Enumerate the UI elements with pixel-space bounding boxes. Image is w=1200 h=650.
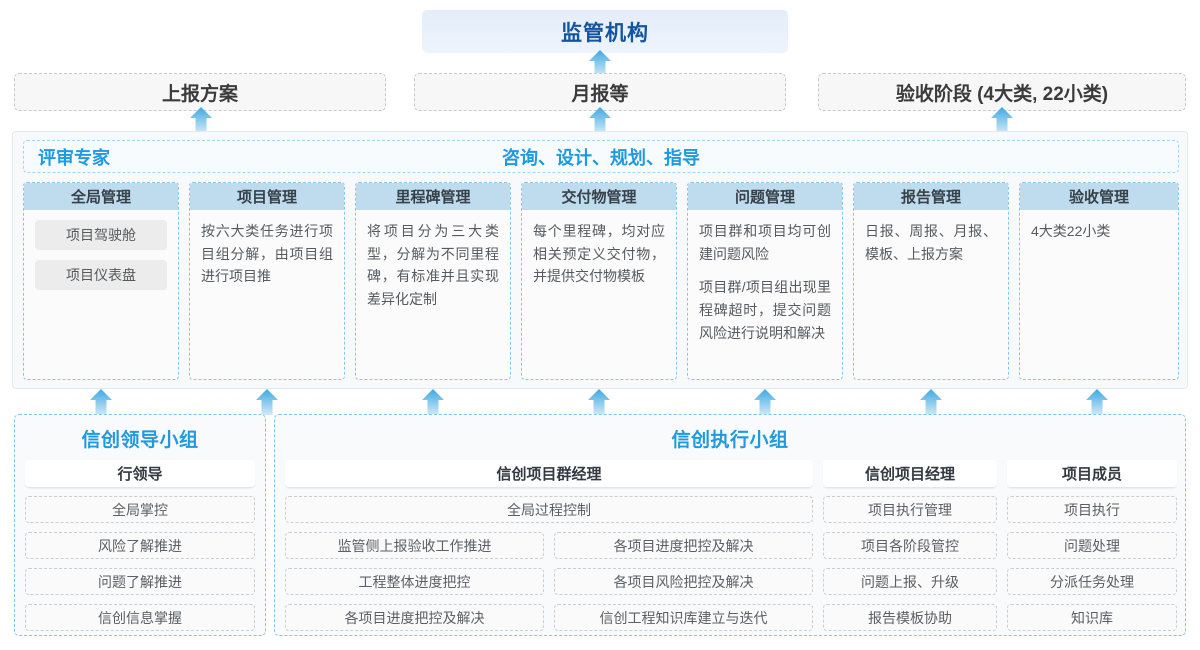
- report-box-monthly[interactable]: 月报等: [414, 73, 786, 111]
- management-panel: 评审专家 咨询、设计、规划、指导 全局管理 项目驾驶舱 项目仪表盘 项目管理 按…: [12, 131, 1188, 389]
- arrow-to-issue-mgmt: [754, 389, 776, 415]
- task-item[interactable]: 问题了解推进: [25, 568, 255, 595]
- mgmt-column-desc: 将项目分为三大类型，分解为不同里程碑，有标准并且实现差异化定制: [367, 223, 499, 308]
- report-box-plan[interactable]: 上报方案: [14, 73, 386, 111]
- subcolumn-program-manager: 信创项目群经理 全局过程控制 监管侧上报验收工作推进 工程整体进度把控 各项目进…: [285, 460, 813, 640]
- task-item[interactable]: 监管侧上报验收工作推进: [285, 532, 544, 559]
- mgmt-column-title: 全局管理: [24, 183, 178, 210]
- mgmt-pill[interactable]: 项目仪表盘: [35, 260, 167, 290]
- mgmt-column-desc: 按六大类任务进行项目组分解，由项目组进行项目推: [201, 223, 333, 285]
- mgmt-column-desc: 4大类22小类: [1031, 223, 1111, 239]
- task-item[interactable]: 问题处理: [1007, 532, 1177, 559]
- task-item[interactable]: 知识库: [1007, 604, 1177, 631]
- task-item[interactable]: 项目执行管理: [823, 496, 997, 523]
- task-item-global-process-control[interactable]: 全局过程控制: [285, 496, 813, 523]
- subcolumn-project-manager: 信创项目经理 项目执行管理 项目各阶段管控 问题上报、升级 报告模板协助: [823, 460, 997, 640]
- group-execution: 信创执行小组 信创项目群经理 全局过程控制 监管侧上报验收工作推进 工程整体进度…: [274, 414, 1186, 636]
- arrow-consult-to-monthly: [589, 107, 611, 133]
- management-header: 评审专家 咨询、设计、规划、指导: [23, 140, 1179, 173]
- report-label: 验收阶段 (4大类, 22小类): [895, 83, 1109, 105]
- task-item[interactable]: 问题上报、升级: [823, 568, 997, 595]
- mgmt-column-desc: 每个里程碑，均对应相关预定义交付物，并提供交付物模板: [533, 223, 665, 285]
- role-head-bank-leader[interactable]: 行领导: [25, 460, 255, 487]
- mgmt-column-acceptance[interactable]: 验收管理 4大类22小类: [1019, 182, 1179, 380]
- mgmt-column-milestone[interactable]: 里程碑管理 将项目分为三大类型，分解为不同里程碑，有标准并且实现差异化定制: [355, 182, 511, 380]
- task-item[interactable]: 报告模板协助: [823, 604, 997, 631]
- task-item[interactable]: 工程整体进度把控: [285, 568, 544, 595]
- role-head-project-member[interactable]: 项目成员: [1007, 460, 1177, 487]
- mgmt-column-title: 问题管理: [688, 183, 842, 210]
- role-head-project-manager[interactable]: 信创项目经理: [823, 460, 997, 487]
- mgmt-column-title: 报告管理: [854, 183, 1008, 210]
- role-head-program-manager[interactable]: 信创项目群经理: [285, 460, 813, 487]
- mgmt-column-issue[interactable]: 问题管理 项目群和项目均可创建问题风险 项目群/项目组出现里程碑超时，提交问题风…: [687, 182, 843, 380]
- mgmt-column-project[interactable]: 项目管理 按六大类任务进行项目组分解，由项目组进行项目推: [189, 182, 345, 380]
- arrow-to-deliverable-mgmt: [588, 389, 610, 415]
- mgmt-column-global[interactable]: 全局管理 项目驾驶舱 项目仪表盘: [23, 182, 179, 380]
- task-item[interactable]: 信创信息掌握: [25, 604, 255, 631]
- mgmt-column-desc: 日报、周报、月报、模板、上报方案: [865, 223, 997, 262]
- task-item[interactable]: 全局掌控: [25, 496, 255, 523]
- group-execution-title: 信创执行小组: [671, 430, 789, 451]
- subcolumn-project-member: 项目成员 项目执行 问题处理 分派任务处理 知识库: [1007, 460, 1177, 640]
- mgmt-column-title: 验收管理: [1020, 183, 1178, 210]
- group-leadership-title: 信创领导小组: [81, 430, 199, 451]
- mgmt-column-title: 交付物管理: [522, 183, 676, 210]
- mgmt-column-title: 里程碑管理: [356, 183, 510, 210]
- task-item[interactable]: 分派任务处理: [1007, 568, 1177, 595]
- mgmt-column-report[interactable]: 报告管理 日报、周报、月报、模板、上报方案: [853, 182, 1009, 380]
- arrow-to-milestone-mgmt: [422, 389, 444, 415]
- mgmt-column-deliverable[interactable]: 交付物管理 每个里程碑，均对应相关预定义交付物，并提供交付物模板: [521, 182, 677, 380]
- task-item[interactable]: 信创工程知识库建立与迭代: [554, 604, 813, 631]
- task-item[interactable]: 项目执行: [1007, 496, 1177, 523]
- mgmt-column-desc: 项目群和项目均可创建问题风险: [699, 223, 831, 262]
- arrow-expert-to-plan: [190, 107, 212, 133]
- task-item[interactable]: 项目各阶段管控: [823, 532, 997, 559]
- arrow-to-global-mgmt: [90, 389, 112, 415]
- arrow-monthly-to-regulator: [589, 50, 611, 76]
- report-box-acceptance[interactable]: 验收阶段 (4大类, 22小类): [818, 73, 1186, 111]
- mgmt-column-desc-2: 项目群/项目组出现里程碑超时，提交问题风险进行说明和解决: [699, 279, 831, 341]
- report-label: 上报方案: [161, 83, 238, 105]
- task-item[interactable]: 各项目风险把控及解决: [554, 568, 813, 595]
- arrow-consult-to-acceptance: [991, 107, 1013, 133]
- arrow-to-acceptance-mgmt: [1086, 389, 1108, 415]
- task-item[interactable]: 各项目进度把控及解决: [285, 604, 544, 631]
- mgmt-pill[interactable]: 项目驾驶舱: [35, 220, 167, 250]
- group-leadership: 信创领导小组 行领导 全局掌控 风险了解推进 问题了解推进 信创信息掌握: [14, 414, 266, 636]
- regulator-box: 监管机构: [422, 10, 788, 53]
- regulator-label: 监管机构: [561, 21, 649, 45]
- task-item[interactable]: 风险了解推进: [25, 532, 255, 559]
- arrow-to-project-mgmt: [256, 389, 278, 415]
- report-label: 月报等: [571, 83, 629, 105]
- task-item[interactable]: 各项目进度把控及解决: [554, 532, 813, 559]
- mgmt-column-title: 项目管理: [190, 183, 344, 210]
- arrow-to-report-mgmt: [920, 389, 942, 415]
- consulting-label: 咨询、设计、规划、指导: [502, 147, 700, 168]
- review-experts-label: 评审专家: [38, 147, 110, 168]
